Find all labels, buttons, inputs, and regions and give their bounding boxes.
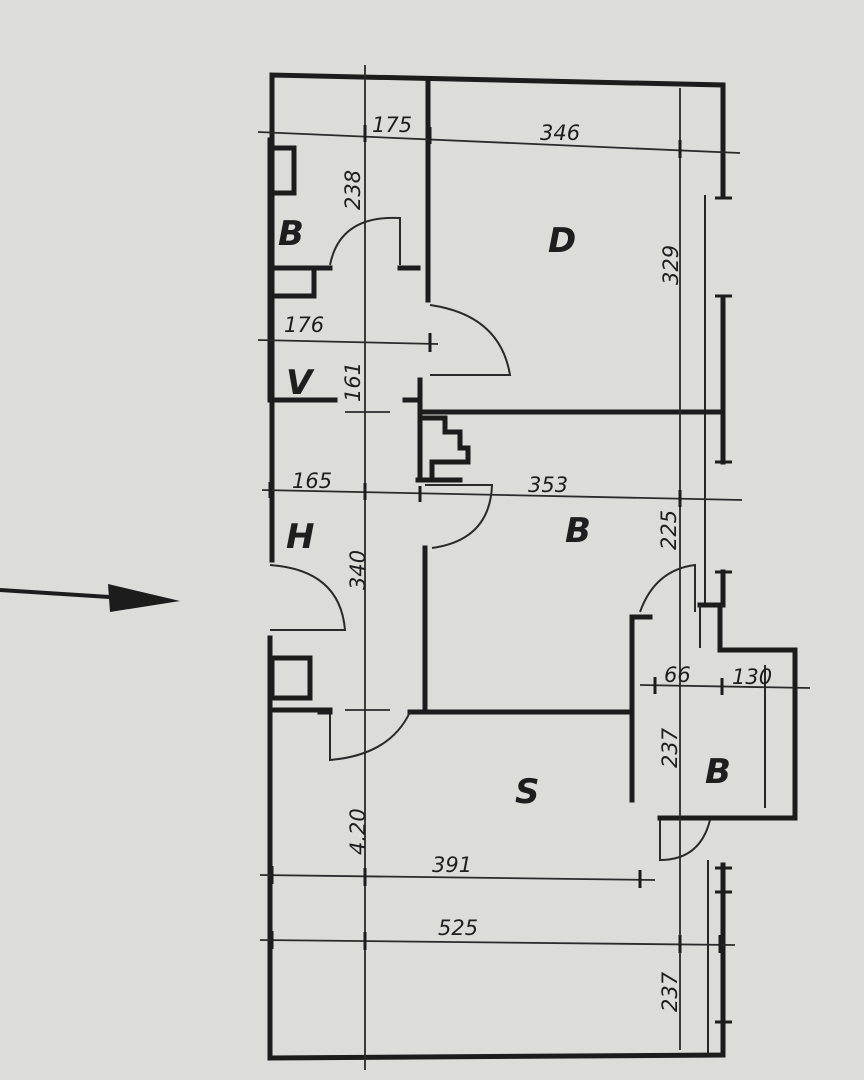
dim-237-balcony: 237	[658, 727, 682, 768]
dim-66: 66	[664, 663, 691, 687]
room-label-balcony: B	[705, 752, 731, 792]
dim-329: 329	[659, 245, 683, 285]
bathroom-fixtures	[269, 145, 317, 701]
dim-391: 391	[432, 853, 472, 877]
dim-353: 353	[528, 473, 568, 497]
room-label-wc: V	[286, 363, 315, 403]
dim-237-bottom: 237	[658, 971, 682, 1012]
entrance-arrow	[0, 584, 180, 612]
stair-symbol	[422, 415, 471, 478]
room-label-bedroom-d: D	[548, 221, 576, 261]
dim-161: 161	[341, 362, 365, 402]
interior-walls	[269, 79, 726, 803]
dim-175: 175	[372, 113, 412, 137]
dim-165: 165	[292, 469, 332, 493]
dim-340: 340	[346, 550, 370, 590]
room-label-living: S	[515, 772, 540, 812]
dimension-ticks	[268, 125, 797, 1024]
dim-238: 238	[341, 170, 365, 210]
dimension-lines	[257, 65, 811, 1070]
dim-225: 225	[657, 510, 681, 550]
dim-176: 176	[284, 313, 324, 337]
door-swings	[269, 216, 711, 862]
balcony-walls	[657, 602, 798, 821]
dim-130: 130	[732, 665, 772, 689]
room-label-hall: H	[286, 517, 314, 557]
room-label-bath: B	[278, 214, 304, 254]
room-label-bedroom-b: B	[565, 511, 591, 551]
dim-420: 4.20	[346, 808, 370, 855]
dim-346: 346	[540, 121, 580, 145]
dim-525: 525	[438, 916, 478, 940]
